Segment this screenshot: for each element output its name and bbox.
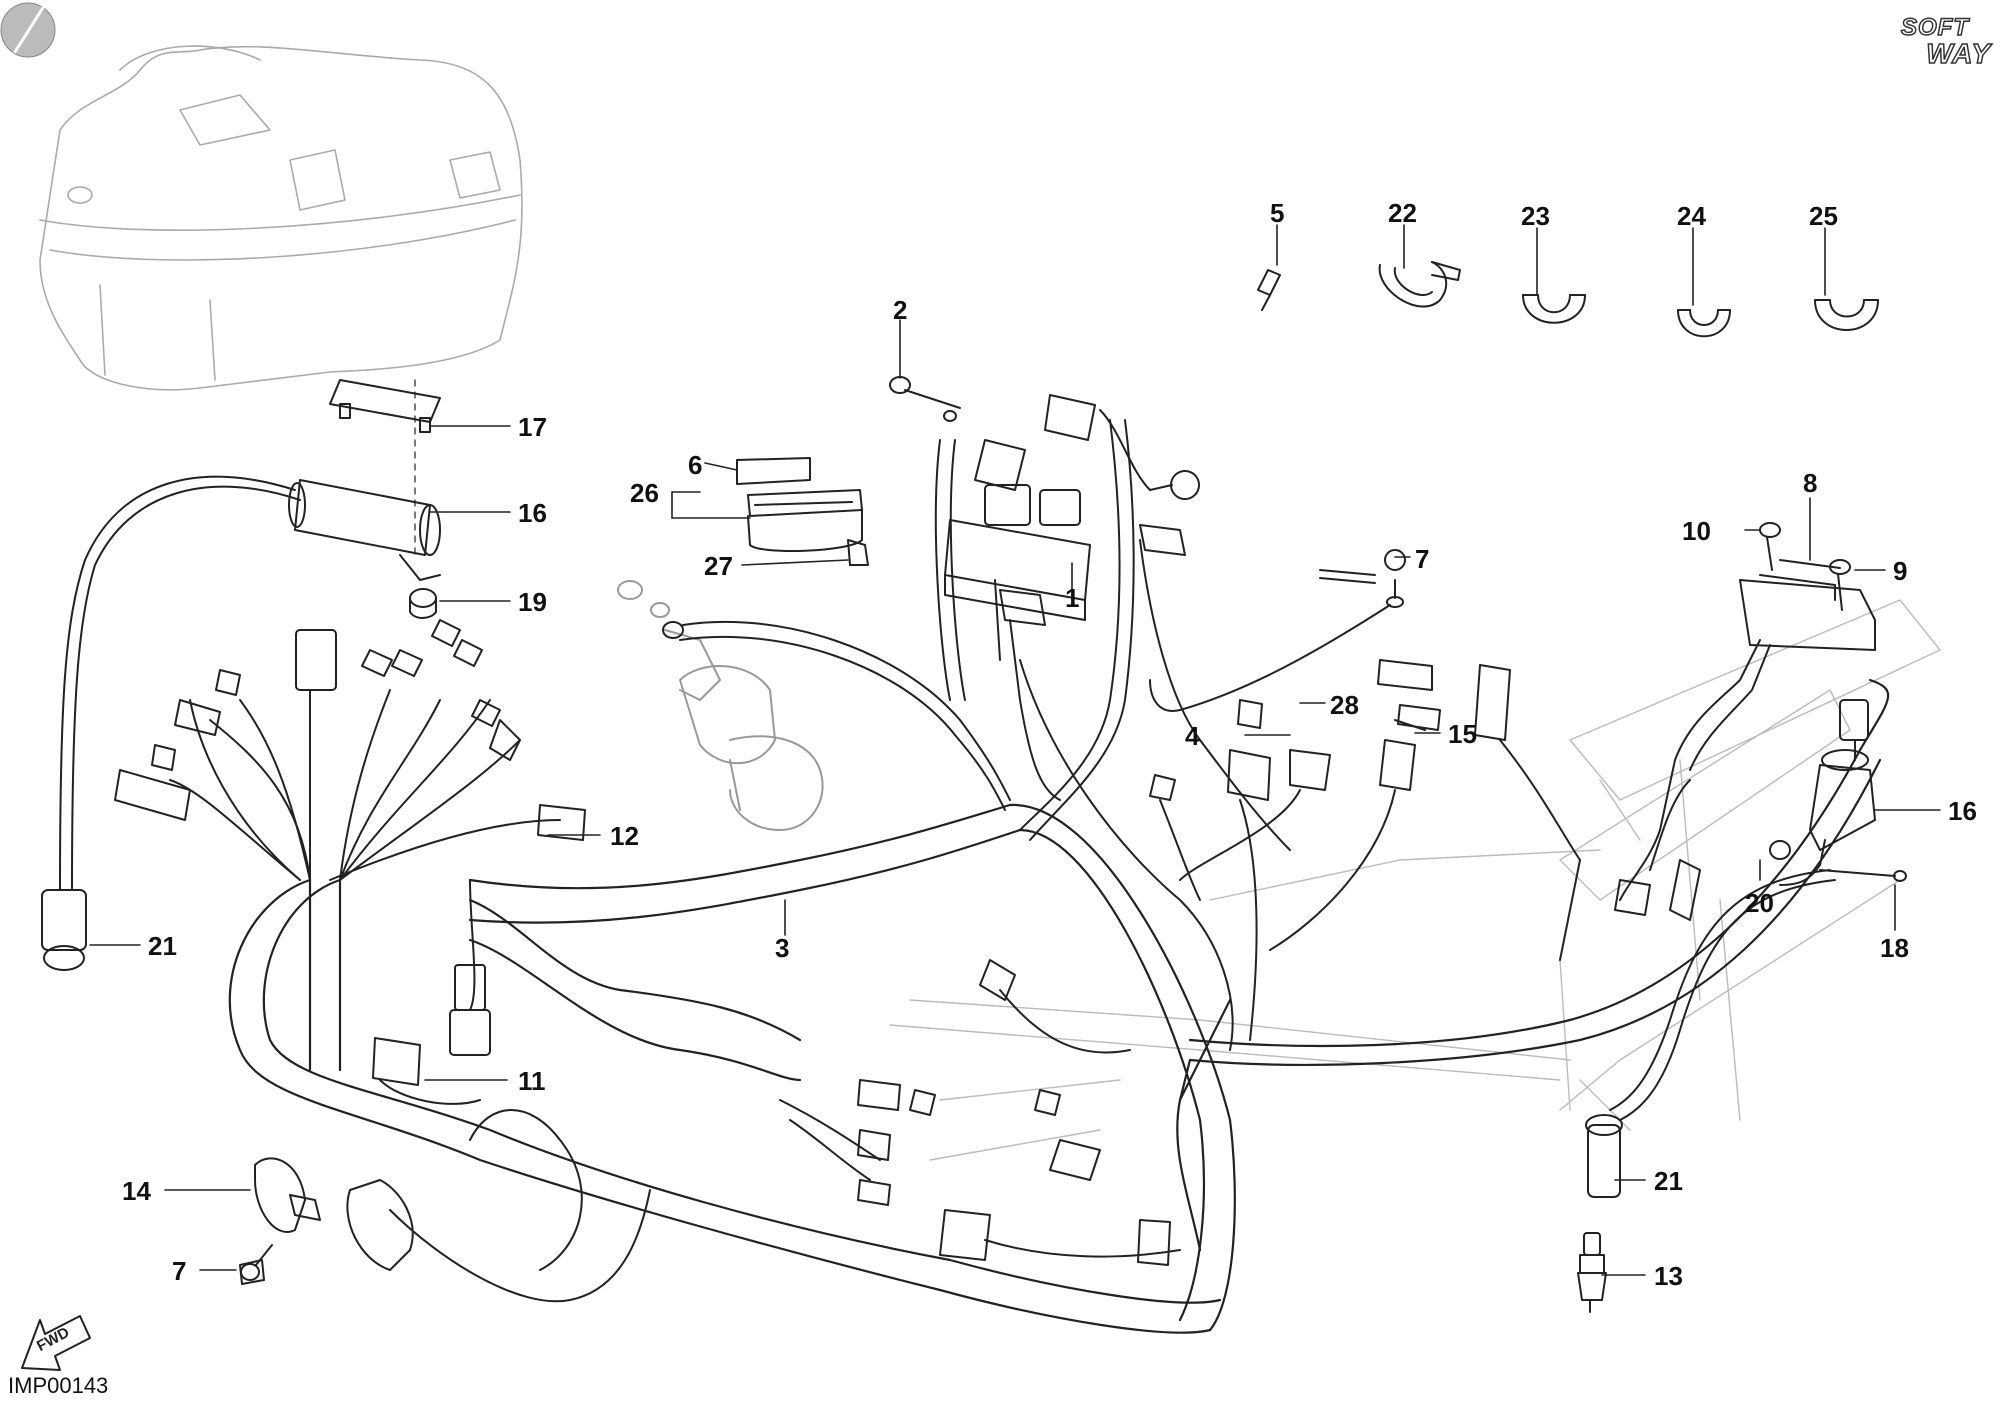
fuse-box-cover [736,457,863,553]
terminal-pin [1257,269,1281,311]
clamp-24 [1677,309,1731,338]
part-7-lower: 7 [172,1256,187,1286]
brand-line-1: SOFT [1900,13,1969,42]
horn-switch-assembly [240,1109,651,1303]
relay-component [372,879,491,1105]
part-11: 11 [518,1066,546,1096]
screw-7-lower [239,1259,265,1285]
frame-outline [889,599,1941,1161]
part-15: 15 [1448,719,1477,749]
part-9: 9 [1893,556,1908,586]
brand-logo: SOFT WAY [1892,12,1997,70]
callout-leaders [89,224,1941,1276]
fuel-tank-outline [39,45,523,391]
spark-plug [1577,1232,1607,1313]
part-25: 25 [1809,201,1838,231]
cable-tie-22 [1378,261,1461,308]
spark-plug-cap-right [1585,869,1836,1198]
ignition-lead-left [41,475,301,971]
part-12: 12 [610,821,639,851]
part-16-left: 16 [518,498,547,528]
main-harness [228,678,1890,1334]
part-16-right: 16 [1948,796,1977,826]
part-21-right: 21 [1654,1166,1683,1196]
part-27: 27 [704,551,733,581]
part-8: 8 [1803,468,1818,498]
part-14: 14 [122,1176,151,1206]
part-3: 3 [775,933,790,963]
screw-9 [1829,559,1851,611]
part-10: 10 [1682,516,1711,546]
part-24: 24 [1677,201,1706,231]
harness-clip [999,524,1186,626]
part-26: 26 [630,478,659,508]
part-19: 19 [518,587,547,617]
clamp-25 [1814,299,1879,331]
part-17: 17 [518,412,547,442]
part-6: 6 [688,450,703,480]
part-22: 22 [1388,198,1417,228]
part-20: 20 [1745,888,1774,918]
forward-arrow-icon [21,1315,91,1371]
part-21-left: 21 [148,931,177,961]
lower-connectors [779,959,1181,1266]
part-4: 4 [1185,721,1200,751]
part-28: 28 [1330,690,1359,720]
starter-solenoid [617,580,824,831]
ignition-coil-right [1779,699,1876,886]
brand-line-2: WAY [1926,37,1991,70]
part-7-upper: 7 [1415,544,1430,574]
washer-20 [1769,840,1791,860]
voltage-regulator [1614,559,1876,921]
ignition-coil-left [288,479,441,581]
part-23: 23 [1521,201,1550,231]
part-13: 13 [1654,1261,1683,1291]
bolt-2 [889,376,961,422]
part-1: 1 [1065,583,1080,613]
ecu-box [934,394,1291,1051]
screw-10 [1759,522,1781,571]
connector-fan-left [114,619,586,881]
connector-cluster [1149,549,1441,1041]
fuse-clip [847,539,869,566]
part-5: 5 [1270,198,1285,228]
right-connector [1474,664,1581,961]
clamp-23 [1522,294,1586,324]
corner-mark-icon [0,2,56,58]
starter-lead [662,620,1011,811]
grommet [409,588,437,619]
part-2: 2 [893,295,908,325]
diagram-reference-code: IMP00143 [8,1373,109,1398]
bolt-18 [1819,869,1907,882]
part-18: 18 [1880,933,1909,963]
coil-bracket [329,379,441,561]
